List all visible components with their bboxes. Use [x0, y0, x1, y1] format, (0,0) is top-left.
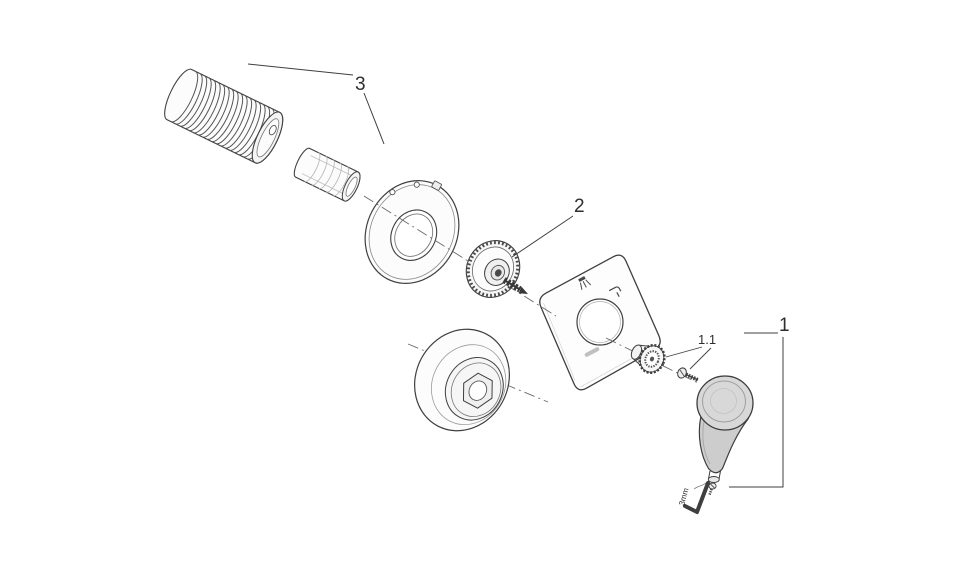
handle-stem-base: [707, 476, 720, 483]
callout-1: 1: [779, 315, 790, 336]
shower-icon-head: [578, 276, 586, 282]
ring-hole-inner: [394, 213, 434, 257]
fixing-screw-threads: [502, 277, 522, 293]
adapter-screw-threads: [685, 372, 699, 382]
knurled-retaining-nut: [465, 240, 521, 298]
callout-2-group: 2: [511, 196, 585, 258]
tub-spout-icon-shape: [608, 286, 622, 297]
handle-arm: [698, 416, 750, 474]
callout-1-1: 1.1: [698, 332, 716, 347]
ring-clip-notch: [431, 180, 442, 191]
callout-3-leader: [247, 63, 385, 145]
adapter-screw: [677, 367, 699, 382]
callout-1-bracket: [729, 332, 784, 488]
threaded-extension-tube: [164, 68, 284, 164]
callout-1-1-group: 1.1: [665, 332, 716, 370]
hex-key-shape: [683, 481, 710, 514]
callout-3-group: 3: [247, 63, 385, 145]
tube-end-hole: [268, 125, 277, 136]
sleeve-shading-lines: [301, 155, 353, 195]
callout-1-group: 1: [729, 315, 790, 488]
callout-1-1-leaders: [665, 346, 712, 370]
square-escutcheon-plate: [539, 254, 661, 391]
brand-mark-shape: [584, 347, 600, 357]
dome-cover: [414, 328, 510, 432]
dome-face-inner-ring: [450, 362, 502, 417]
brand-mark: [584, 347, 600, 357]
set-screw-slot: [710, 483, 715, 489]
lever-handle: [696, 375, 754, 483]
callout-3: 3: [355, 74, 366, 95]
handle-head-ring: [702, 380, 746, 423]
hex-key: 3mm: [677, 481, 710, 514]
tub-spout-icon: [608, 286, 622, 297]
callout-2: 2: [574, 196, 585, 217]
dome-center-hole: [468, 380, 488, 401]
dome-ring: [431, 344, 507, 425]
adapter-screw-slot: [679, 369, 685, 377]
spline-adapter: [630, 344, 666, 374]
set-screw-shank: [708, 488, 713, 496]
handle-head-ring-inner: [710, 388, 737, 414]
callout-2-leader: [511, 215, 574, 258]
shower-icon-spray: [579, 279, 592, 290]
plate-center-hole-inner: [579, 301, 621, 343]
ring-screw-hole-1: [413, 181, 420, 188]
fixing-screw-tip: [518, 286, 528, 294]
plate-center-hole: [576, 298, 624, 346]
hex-key-size-label: 3mm: [677, 487, 690, 507]
set-screw-leader-squiggle: [693, 481, 708, 490]
wall-escutcheon-ring: [364, 180, 460, 284]
fixing-screw: [502, 277, 528, 294]
adapter-center-dot: [649, 356, 655, 362]
nut-screw-head: [494, 269, 502, 277]
shower-icon: [578, 276, 592, 290]
handle-arm-highlight: [702, 420, 711, 465]
extension-sleeve: [293, 147, 361, 202]
center-axis-main: [363, 195, 557, 317]
ring-screw-hole-2: [389, 189, 396, 196]
sleeve-end-inner: [345, 176, 358, 197]
